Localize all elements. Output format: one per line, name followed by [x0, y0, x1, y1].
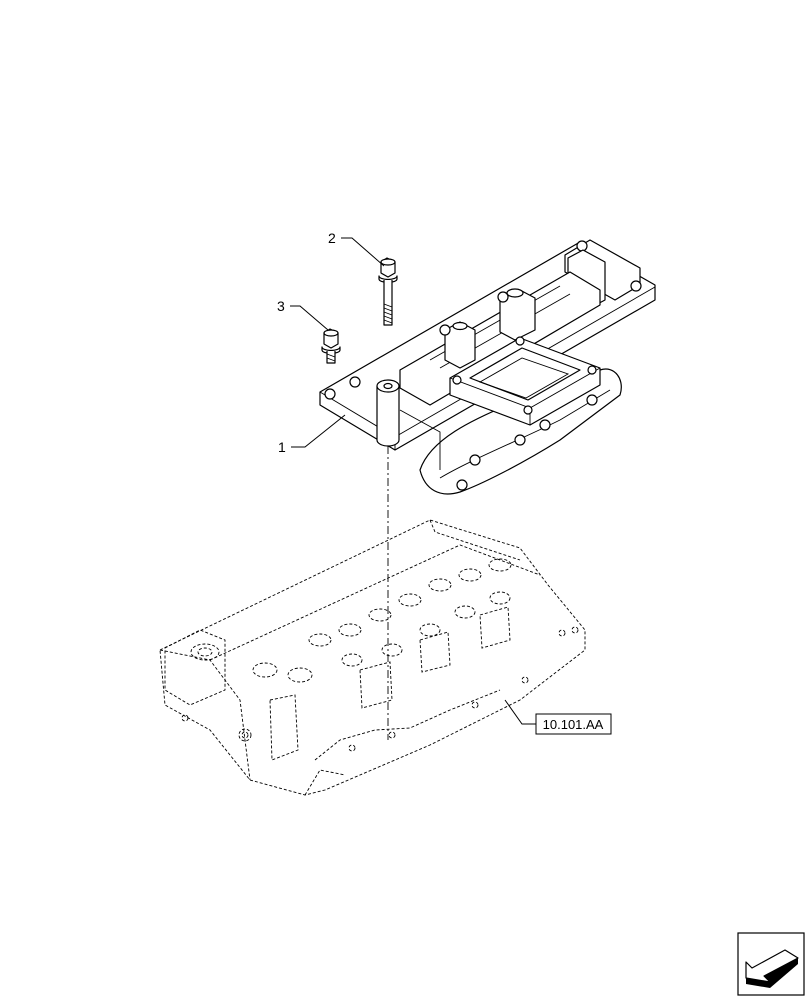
arrow-icon[interactable]: [737, 932, 805, 996]
callout-1-leader: [291, 414, 346, 448]
reference-leader: [504, 699, 536, 725]
callout-2: 2: [328, 230, 336, 246]
reference-label[interactable]: 10.101.AA: [543, 717, 604, 732]
callout-3-leader: [290, 305, 329, 331]
callout-3: 3: [277, 298, 285, 314]
intake-manifold: [319, 239, 656, 495]
cylinder-head-reference: [159, 519, 586, 796]
reference-box[interactable]: [535, 713, 612, 735]
callout-2-leader: [341, 237, 385, 267]
callout-1: 1: [278, 439, 286, 455]
short-bolt: [321, 328, 341, 364]
long-bolt: [378, 257, 398, 326]
